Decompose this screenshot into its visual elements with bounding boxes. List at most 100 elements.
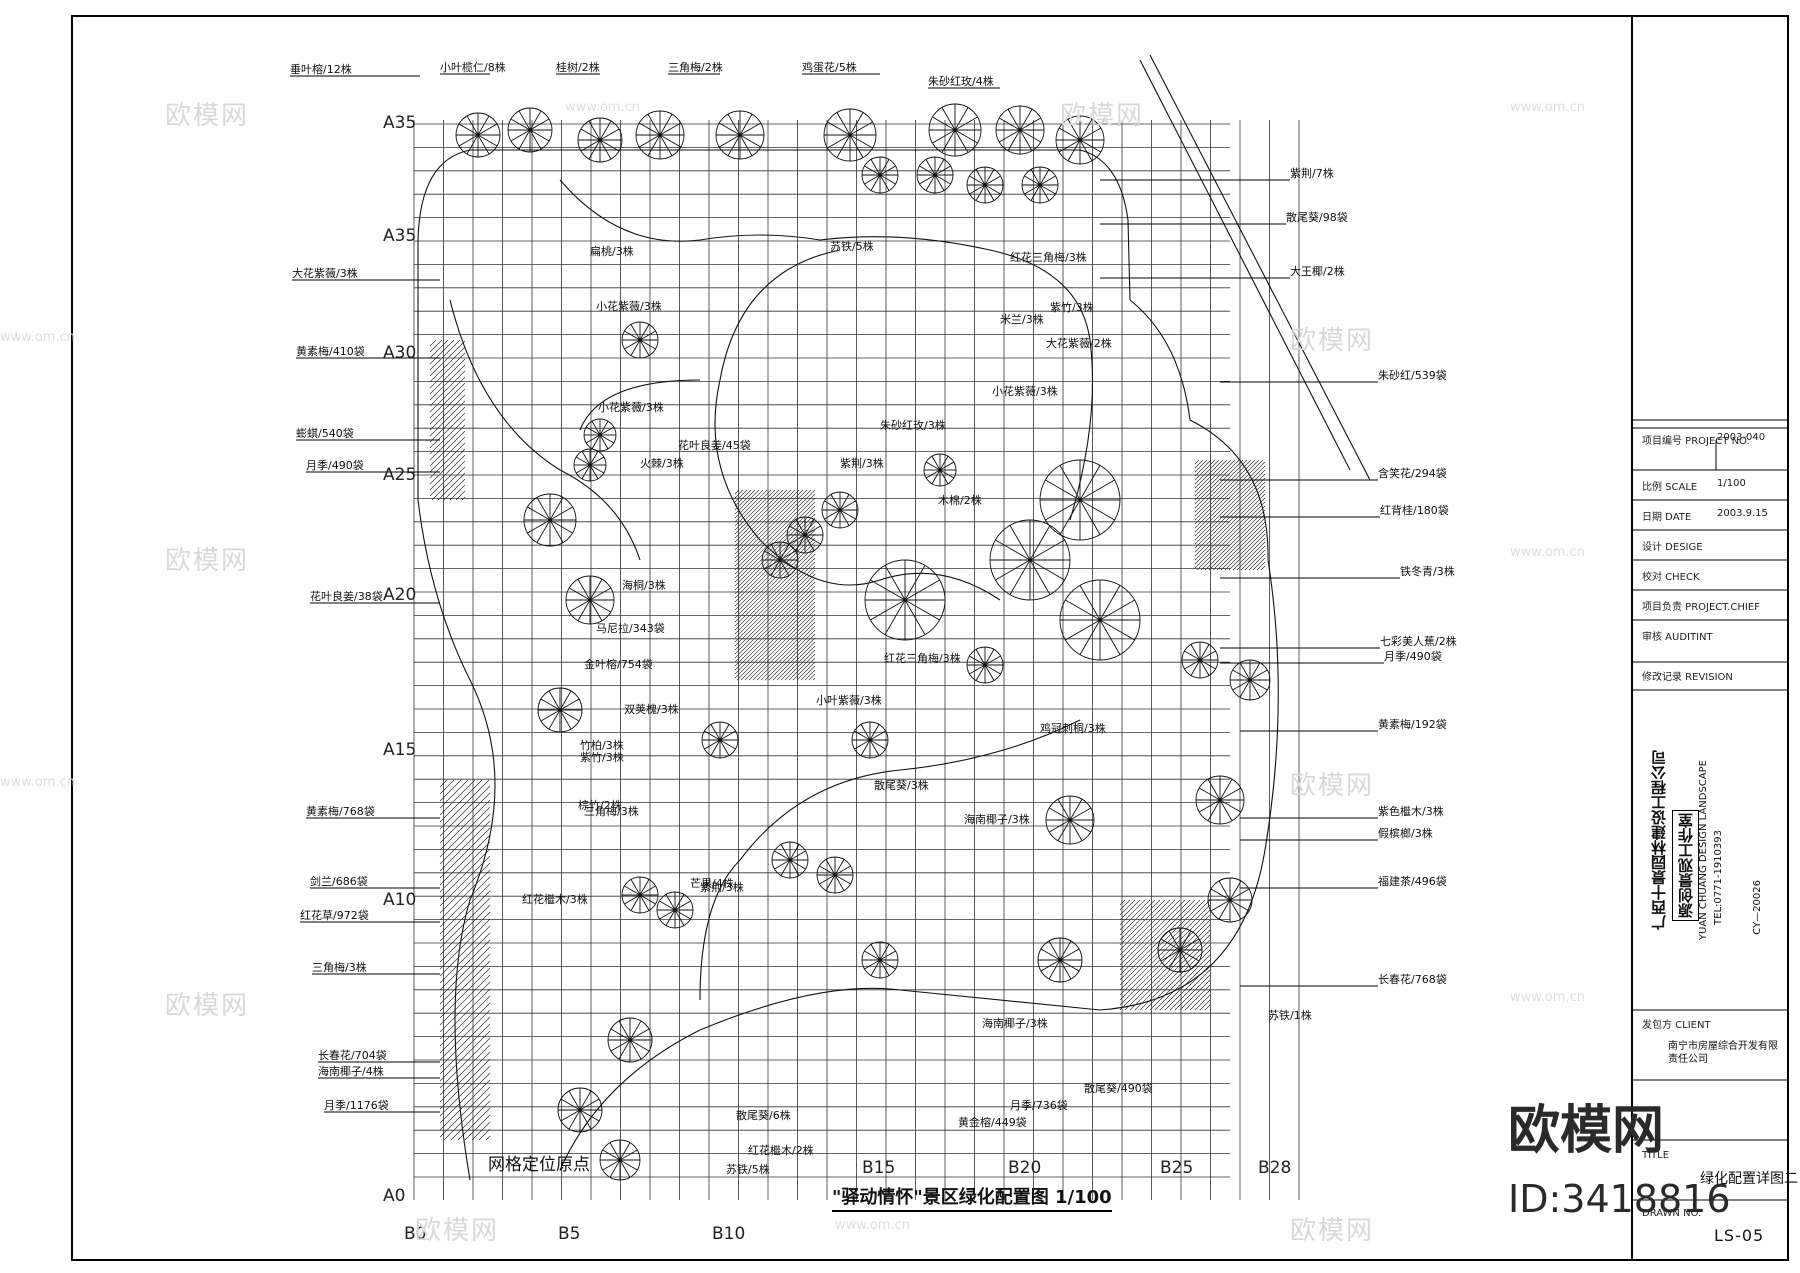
grid-col-label: B5 [558,1224,581,1244]
plant-label-left: 红花草/972袋 [300,909,369,922]
plant-label-right: 铁冬青/3株 [1400,565,1455,578]
plant-label: 散尾葵/3株 [874,779,929,792]
grid-row-label: A20 [383,585,417,605]
plant-label-top: 朱砂红玫/4株 [928,75,994,88]
grid-row-label: A15 [383,740,417,760]
grid-col-label: B10 [712,1224,746,1244]
plant-label: 紫竹/3株 [580,751,624,764]
plant-label-right: 含笑花/294袋 [1378,467,1447,480]
plant-label-left: 蟛蜞/540袋 [296,427,354,440]
date-label: 日期 DATE [1642,512,1692,523]
watermark-url: www.om.cn [1510,990,1585,1005]
watermark-url: www.om.cn [1510,100,1585,115]
company-name: 广西十景园林建设工程公司 [1650,750,1668,930]
plant-label: 大花紫薇/2株 [1046,337,1112,350]
company-cert: CY—20026 [1752,880,1763,935]
watermark-logo: 欧模网 [415,1216,500,1246]
plant-label: 海南椰子/3株 [964,813,1030,826]
watermark-logo: 欧模网 [1060,101,1145,131]
company-tel: TEL:0771-1910393 [1713,830,1724,925]
plant-label: 火棘/3株 [640,457,684,470]
plant-label-top: 鸡蛋花/5株 [802,61,857,74]
grid-row-label: A25 [383,465,417,485]
plant-label: 苏铁/5株 [830,240,874,253]
plant-label-top: 三角梅/2株 [668,61,723,74]
plant-label: 紫竹/3株 [1050,301,1094,314]
plant-label: 芒果/4株 [690,877,734,890]
revision-label: 修改记录 REVISION [1642,672,1733,683]
plant-label: 竹柏/3株 [580,739,624,752]
watermark-url: www.om.cn [565,100,640,115]
drawing-title: "驿动情怀"景区绿化配置图 1/100 [832,1183,1112,1212]
plant-label-right: 黄素梅/192袋 [1378,718,1447,731]
grid-origin-label: 网格定位原点 [488,1155,590,1175]
title-label: TITLE [1642,1150,1670,1161]
plant-label: 苏铁/5株 [726,1163,770,1176]
grid-row-label: A0 [383,1186,406,1206]
watermark-id: ID:3418816 [1508,1177,1731,1221]
project-no-label: 项目编号 PROJECT NO. [1642,436,1750,447]
watermark-logo: 欧模网 [165,546,250,576]
plant-label: 三角梅/3株 [584,805,639,818]
plant-label-right: 长春花/768袋 [1378,973,1447,986]
plant-label: 小花紫薇/3株 [598,401,664,414]
plant-label-right: 七彩美人蕉/2株 [1380,635,1457,648]
watermark-url: www.om.cn [1510,545,1585,560]
plant-label: 花叶良姜/45袋 [678,439,751,452]
plant-label-right: 大王椰/2株 [1290,265,1345,278]
grid-col-label: B28 [1258,1158,1292,1178]
design-label: 设计 DESIGE [1642,542,1703,553]
watermark-brand-large: 欧模网 [1508,1101,1665,1161]
plant-label-right: 红背桂/180袋 [1380,504,1449,517]
plant-label: 红花檵木/2株 [748,1144,814,1157]
plant-label: 散尾葵/6株 [736,1109,791,1122]
plant-label-left: 垂叶榕/12株 [290,63,352,76]
plant-label: 紫荆/3株 [840,457,884,470]
studio-name: 源创景观工作室 [1672,810,1699,921]
watermark-url: www.om.cn [0,330,75,345]
plant-label: 小叶紫薇/3株 [816,694,882,707]
company-english: YUAN CHUANG DESIGN LANDSCAPE [1698,760,1709,941]
plant-label: 双荚槐/3株 [624,703,679,716]
project-no: 2003-040 [1717,432,1766,443]
watermark-logo: 欧模网 [1290,1216,1375,1246]
plant-label: 小花紫薇/3株 [992,385,1058,398]
date-value: 2003.9.15 [1717,508,1768,519]
plant-label-left: 海南椰子/4株 [318,1065,384,1078]
plant-label-right: 紫色檵木/3株 [1378,805,1444,818]
plant-label-left: 剑兰/686袋 [310,875,368,888]
sheet-title: 绿化配置详图二 [1700,1171,1798,1187]
plant-label: 红花三角梅/3株 [884,652,961,665]
watermark-logo: 欧模网 [165,101,250,131]
plant-label: 木棉/2株 [938,494,982,507]
watermark-url: www.om.cn [835,1218,910,1233]
plant-label-left: 长春花/704袋 [318,1049,387,1062]
plant-label-left: 三角梅/3株 [312,961,367,974]
grid-row-label: A10 [383,890,417,910]
plant-label: 朱砂红玫/3株 [880,419,946,432]
client-name: 南宁市房屋综合开发有限责任公司 [1668,1041,1778,1065]
grid-row-label: A35 [383,113,417,133]
grid-col-label: B0 [404,1224,427,1244]
plant-label-right: 紫荆/7株 [1290,167,1334,180]
plant-label: 红花檵木/3株 [522,893,588,906]
plant-label-left: 花叶良姜/38袋 [310,590,383,603]
watermark-logo: 欧模网 [165,991,250,1021]
client-label: 发包方 CLIENT [1642,1020,1711,1031]
scale-label: 比例 SCALE [1642,482,1698,493]
check-label: 校对 CHECK [1642,572,1700,583]
plant-label-left: 黄素梅/410袋 [296,345,365,358]
plant-label: 棕竹/2株 [578,799,622,812]
plant-label-right: 朱砂红/539袋 [1378,369,1447,382]
grid-col-label: B15 [862,1158,896,1178]
chief-label: 项目负责 PROJECT.CHIEF [1642,602,1760,613]
grid-row-label: A30 [383,343,417,363]
plant-label: 马尼拉/343袋 [596,622,665,635]
plant-label-top: 桂树/2株 [556,61,600,74]
plant-label-top: 小叶榄仁/8株 [440,61,506,74]
plant-label: 米兰/3株 [1000,313,1044,326]
plant-label: 小花紫薇/3株 [596,300,662,313]
plant-label: 苏铁/1株 [1268,1009,1312,1022]
watermark-logo: 欧模网 [1290,326,1375,356]
plant-label-right: 假槟榔/3株 [1378,827,1433,840]
